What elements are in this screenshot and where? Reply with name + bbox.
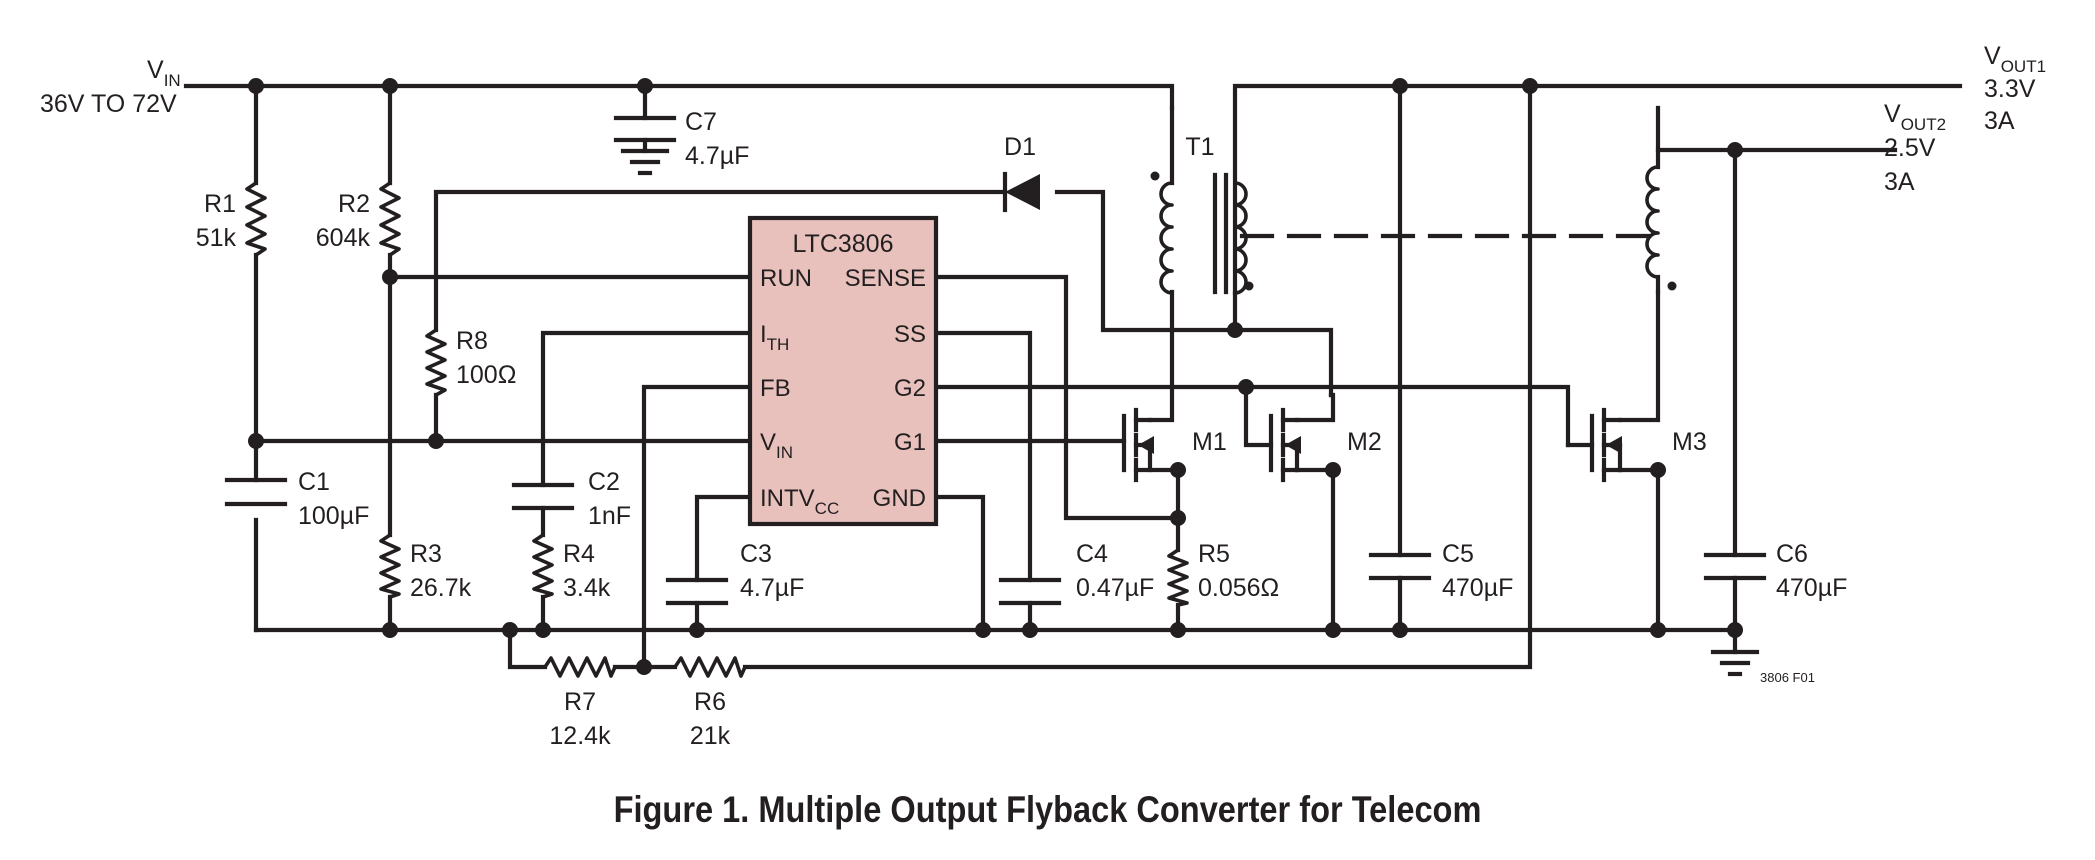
c4-value: 0.47µF xyxy=(1076,574,1154,602)
pin-label-sense: SENSE xyxy=(845,265,926,292)
figure-ref-code: 3806 F01 xyxy=(1760,670,1815,685)
pin-label-g2: G2 xyxy=(894,375,926,402)
junction-dots xyxy=(248,78,1743,675)
c6-value: 470µF xyxy=(1776,574,1847,602)
transformer-t1 xyxy=(1150,105,1677,333)
m1-ref: M1 xyxy=(1192,428,1227,456)
pin-label-run: RUN xyxy=(760,265,812,292)
resistor-r4 xyxy=(532,533,554,599)
ic-left-pin-labels: RUN ITH FB VIN INTVCC xyxy=(760,265,839,518)
c4-ref: C4 xyxy=(1076,540,1108,568)
r8-ref: R8 xyxy=(456,327,488,355)
r7-value: 12.4k xyxy=(549,722,611,750)
ic-ltc3806 xyxy=(747,215,939,527)
pin-label-fb: FB xyxy=(760,375,791,402)
r6-ref: R6 xyxy=(694,688,726,716)
mosfet-m3 xyxy=(1565,407,1623,483)
c3-value: 4.7µF xyxy=(740,574,804,602)
r3-ref: R3 xyxy=(410,540,442,568)
m2-ref: M2 xyxy=(1347,428,1382,456)
vout1-voltage: 3.3V xyxy=(1984,75,2036,103)
r1-ref: R1 xyxy=(204,190,236,218)
vout1-label: VOUT1 xyxy=(1984,42,2046,76)
capacitor-c7 xyxy=(613,115,677,154)
pin-label-intvcc: INTVCC xyxy=(760,485,839,518)
c5-value: 470µF xyxy=(1442,574,1513,602)
c2-value: 1nF xyxy=(588,502,631,530)
c6-ref: C6 xyxy=(1776,540,1808,568)
pin-label-ith: ITH xyxy=(760,321,789,354)
r4-ref: R4 xyxy=(563,540,595,568)
ic-right-pin-labels: SENSE SS G2 G1 GND xyxy=(845,265,926,512)
pin-label-g1: G1 xyxy=(894,429,926,456)
c5-ref: C5 xyxy=(1442,540,1474,568)
c7-ref: C7 xyxy=(685,108,717,136)
r6-value: 21k xyxy=(690,722,731,750)
resistor-r8 xyxy=(425,328,447,397)
vin-range: 36V TO 72V xyxy=(40,90,177,118)
r7-ref: R7 xyxy=(564,688,596,716)
capacitor-c2 xyxy=(511,482,575,511)
capacitor-c1 xyxy=(224,477,288,507)
vin-label: VIN xyxy=(147,56,181,90)
capacitor-c4 xyxy=(998,577,1062,606)
diode-d1 xyxy=(1002,171,1040,213)
resistor-r6 xyxy=(673,656,747,678)
capacitor-c3 xyxy=(665,577,729,606)
vout2-current: 3A xyxy=(1884,168,1915,196)
resistor-r1 xyxy=(245,181,267,257)
d1-ref: D1 xyxy=(1004,133,1036,161)
resistor-r5 xyxy=(1167,548,1189,607)
vout1-current: 3A xyxy=(1984,107,2015,135)
ground-icon xyxy=(1710,649,1760,677)
capacitor-c6 xyxy=(1703,552,1767,581)
wires xyxy=(183,83,1963,670)
resistor-r2 xyxy=(379,181,401,257)
r5-value: 0.056Ω xyxy=(1198,574,1279,602)
pin-label-ss: SS xyxy=(894,321,926,348)
c1-value: 100µF xyxy=(298,502,369,530)
mosfet-m1 xyxy=(1121,407,1181,483)
ground-icon xyxy=(620,148,670,176)
pin-label-gnd: GND xyxy=(873,485,926,512)
t1-ref: T1 xyxy=(1185,133,1214,161)
c2-ref: C2 xyxy=(588,468,620,496)
r4-value: 3.4k xyxy=(563,574,611,602)
r3-value: 26.7k xyxy=(410,574,472,602)
vout2-voltage: 2.5V xyxy=(1884,134,1936,162)
c7-value: 4.7µF xyxy=(685,142,749,170)
r5-ref: R5 xyxy=(1198,540,1230,568)
c1-ref: C1 xyxy=(298,468,330,496)
c3-ref: C3 xyxy=(740,540,772,568)
pin-label-vin: VIN xyxy=(760,429,793,462)
mosfet-m2 xyxy=(1268,407,1301,483)
r2-ref: R2 xyxy=(338,190,370,218)
component-labels: R1 51k R2 604k R8 100Ω C1 100µF R3 26.7k… xyxy=(196,108,1848,750)
vout2-label: VOUT2 xyxy=(1884,100,1946,134)
resistor-r7 xyxy=(543,656,617,678)
capacitor-c5 xyxy=(1368,552,1432,581)
r8-value: 100Ω xyxy=(456,361,516,389)
resistor-r3 xyxy=(379,533,401,599)
figure-caption: Figure 1. Multiple Output Flyback Conver… xyxy=(613,789,1482,830)
r1-value: 51k xyxy=(196,224,237,252)
m3-ref: M3 xyxy=(1672,428,1707,456)
r2-value: 604k xyxy=(316,224,371,252)
ic-name: LTC3806 xyxy=(793,230,894,258)
